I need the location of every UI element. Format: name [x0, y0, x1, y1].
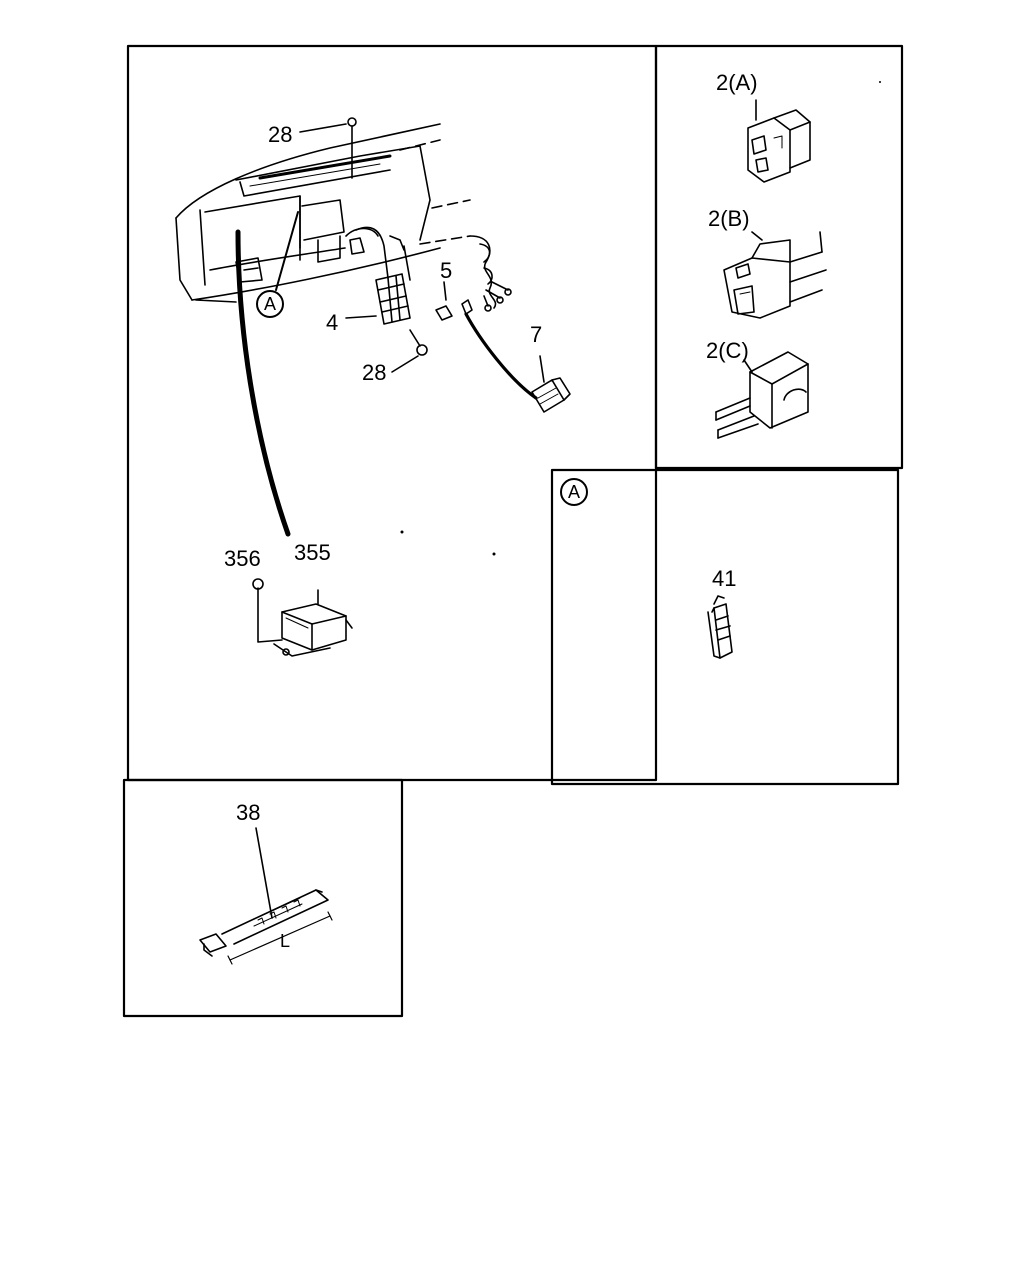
label-part-28-bottom: 28: [362, 360, 387, 385]
label-part-5: 5: [440, 258, 453, 283]
label-part-7: 7: [530, 322, 543, 347]
connector-2a: [747, 99, 811, 183]
wire-harness: [235, 211, 299, 537]
screw-28-bottom: [391, 329, 428, 373]
panel-detail-a: [550, 468, 900, 786]
label-part-356: 356: [224, 546, 261, 571]
connector-2c: [715, 351, 809, 439]
callout-a-detail: A: [560, 478, 588, 506]
panel-connectors: [654, 44, 904, 470]
label-part-2b: 2(B): [708, 206, 750, 231]
label-dimension-l: L: [280, 931, 291, 951]
clip-5: [435, 281, 453, 321]
instrument-panel: [175, 123, 471, 303]
label-part-41: 41: [712, 566, 737, 591]
label-part-28-top: 28: [268, 122, 293, 147]
connector-7: [461, 299, 571, 413]
label-part-2a: 2(A): [716, 70, 758, 95]
label-part-38: 38: [236, 800, 261, 825]
panel-main: [126, 44, 658, 782]
ecu-355: [252, 578, 353, 657]
connector-2b: [723, 231, 827, 319]
relay-block-4: [345, 226, 411, 325]
panel-cable-tie: [122, 778, 404, 1018]
panel-frames: [122, 44, 904, 1018]
label-part-355: 355: [294, 540, 331, 565]
coiled-harness: [469, 235, 512, 312]
part-41: [707, 595, 733, 659]
cable-tie-38: [199, 827, 333, 965]
callout-a-main: A: [256, 290, 284, 318]
label-part-2c: 2(C): [706, 338, 749, 363]
scan-dots: [400, 81, 881, 556]
screw-28-top: [299, 117, 357, 179]
label-part-4: 4: [326, 310, 339, 335]
